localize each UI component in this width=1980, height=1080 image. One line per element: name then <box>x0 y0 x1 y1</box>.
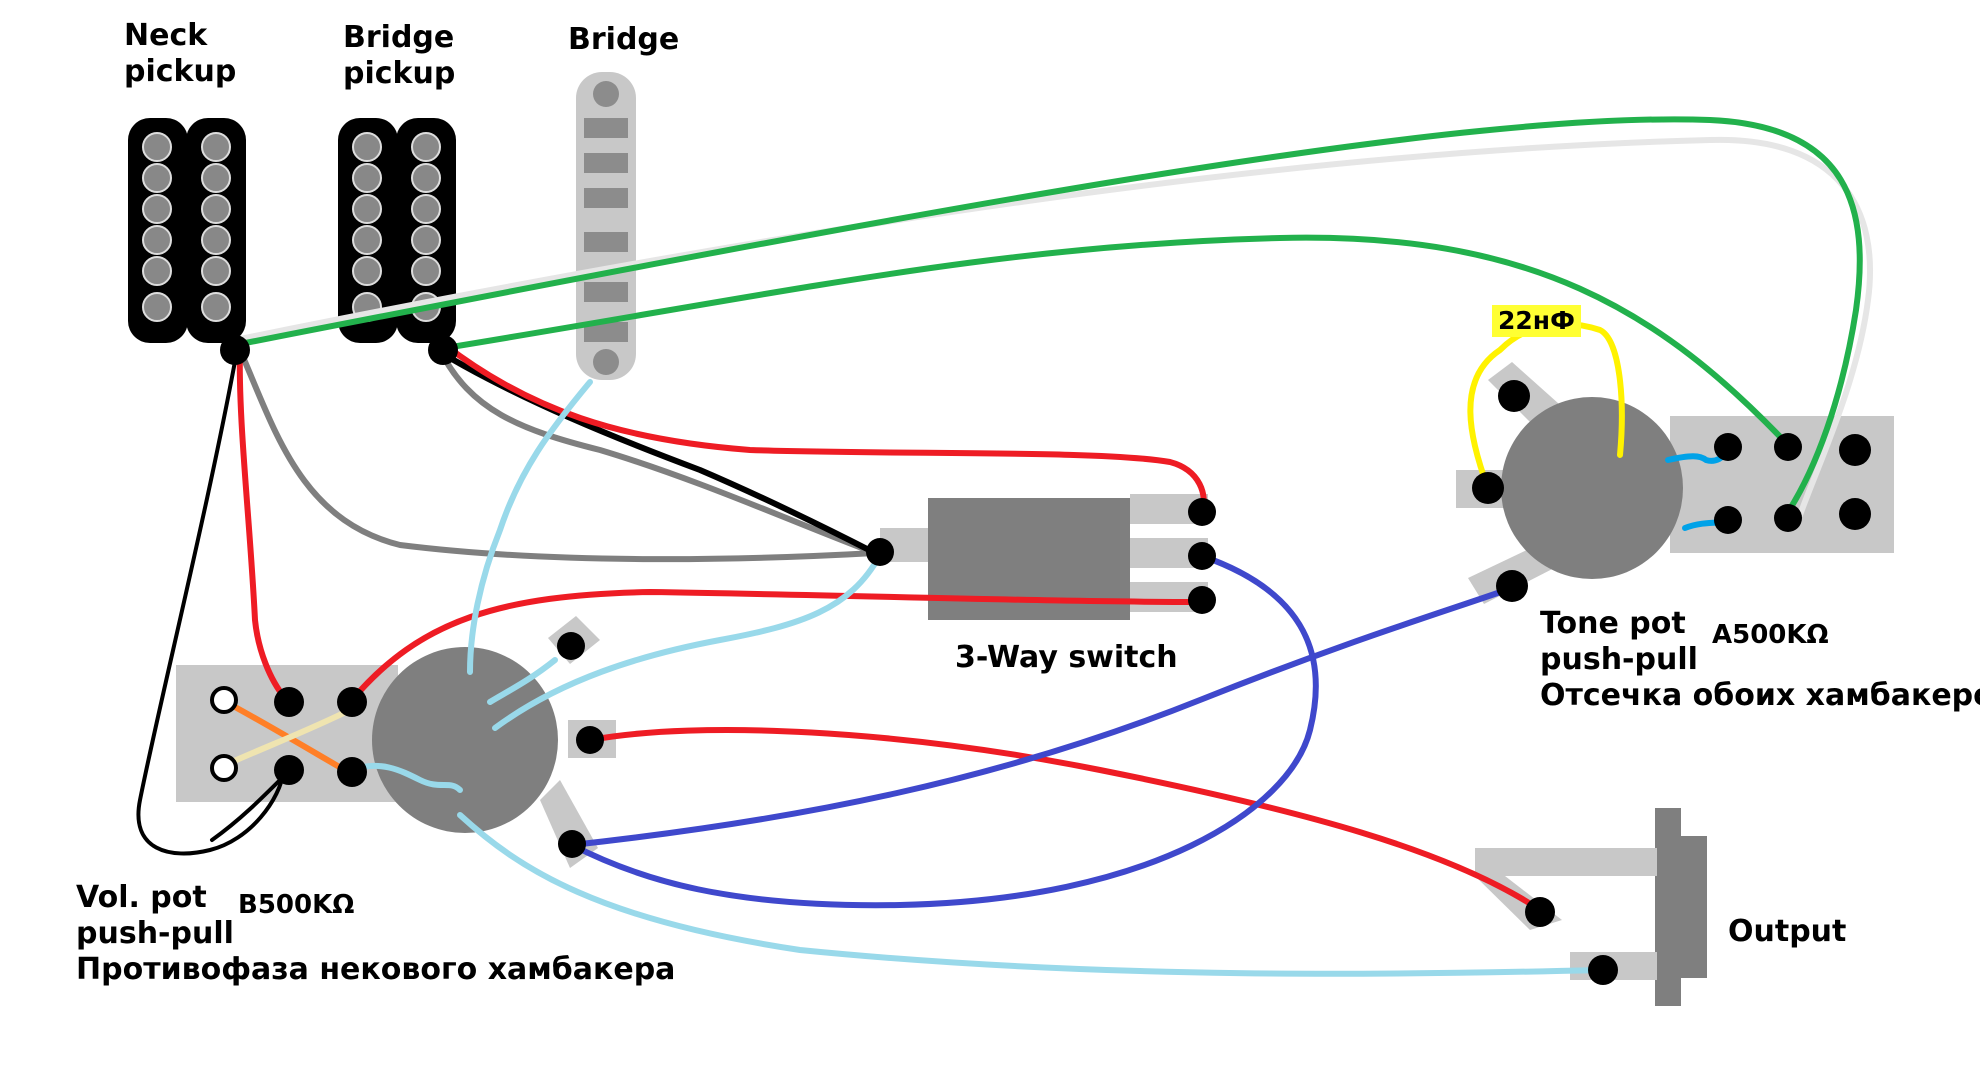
neck-pickup-label: Neck <box>124 18 208 53</box>
red-wire-vol-output <box>587 727 1543 913</box>
cream-wire <box>222 705 357 768</box>
bridge-humbucker <box>338 118 456 343</box>
switch-label: 3-Way switch <box>955 640 1178 675</box>
neck-humbucker <box>128 118 246 343</box>
lightblue-wire-single <box>467 379 593 675</box>
solder-points <box>220 335 1871 985</box>
neck-pickup-label-2: pickup <box>124 54 237 89</box>
grey-wire-bridge <box>437 347 878 556</box>
black-wire-neck <box>136 343 286 856</box>
green-wire-bridge <box>442 234 1791 448</box>
volume-pot-value: B500KΩ <box>238 890 355 920</box>
red-wire-neck <box>236 345 288 701</box>
grey-wire-neck <box>237 347 878 563</box>
blue-wire-vol-tone <box>569 585 1515 848</box>
blue-wire-switch-vol <box>569 553 1319 909</box>
lightblue-wire-lug1 <box>487 657 558 705</box>
capacitor-label: 22нФ <box>1492 305 1581 337</box>
bridge-pickup-label-2: pickup <box>343 56 456 91</box>
tone-pot-value: A500KΩ <box>1712 620 1829 650</box>
lightblue-wire-output <box>457 812 1603 977</box>
bridge-single-label: Bridge <box>568 22 680 57</box>
volume-pot-label: Vol. pot <box>76 880 207 915</box>
red-wire-bridge <box>442 342 1207 517</box>
pushpull-terminals <box>210 686 238 782</box>
volume-pot-label-2: push-pull <box>76 916 234 951</box>
lightblue-wire-pushpull <box>349 762 463 793</box>
volume-pot-label-3: Противофаза некового хамбакера <box>76 952 676 987</box>
green-wire-neck <box>232 116 1863 515</box>
tone-pot-label-3: Отсечка обоих хамбакеров <box>1540 678 1980 713</box>
output-jack <box>1475 808 1707 1006</box>
bridge-pickup-label: Bridge <box>343 20 455 55</box>
tone-pot-label-2: push-pull <box>1540 642 1698 677</box>
output-label: Output <box>1728 914 1847 949</box>
tone-pot-label: Tone pot <box>1540 606 1686 641</box>
red-wire-switch-vol <box>349 589 1205 703</box>
lightblue-wire-switch <box>492 552 883 731</box>
bridge-single-coil <box>576 72 636 380</box>
